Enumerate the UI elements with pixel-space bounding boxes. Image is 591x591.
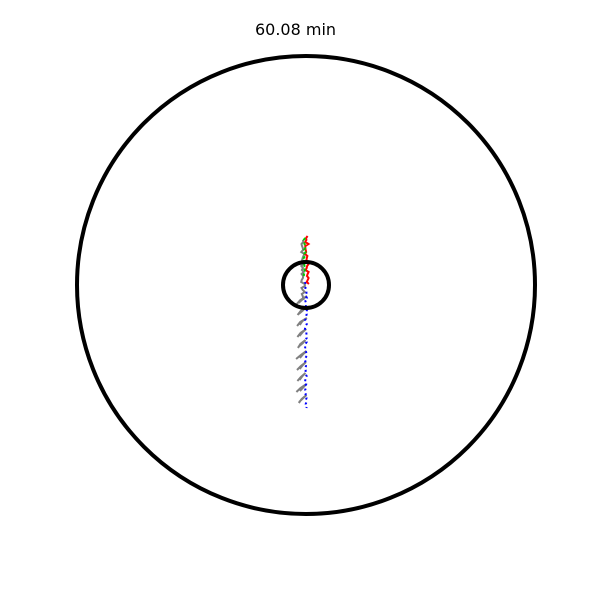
trajectory-tracks [295, 235, 311, 409]
time-label: 60.08 min [254, 20, 337, 39]
inner-center-ring [281, 260, 331, 310]
gray-track-segment [297, 394, 308, 404]
outer-arena-ring [75, 54, 537, 516]
gray-track-segment [297, 339, 307, 349]
gray-track-segment [296, 372, 307, 382]
gray-track-segment [296, 317, 308, 327]
blue-track [303, 281, 309, 409]
red-track [303, 235, 311, 285]
gray-track-segment [296, 328, 307, 338]
gray-track-segment [296, 361, 307, 371]
gray-track-segment [296, 295, 308, 305]
green-track [301, 237, 307, 277]
gray-track-segment [295, 350, 308, 360]
